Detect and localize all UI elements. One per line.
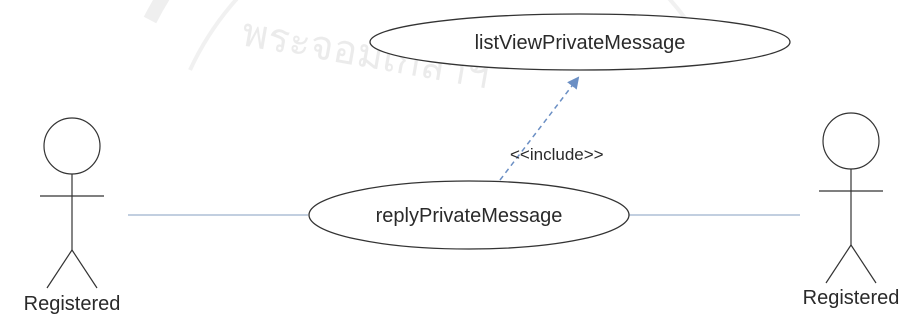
actor-stick-figure-icon — [40, 117, 104, 289]
actor-label: Registered — [803, 287, 900, 309]
include-arrow — [499, 76, 580, 181]
actor-left[interactable]: Registered — [24, 117, 121, 315]
use-case-reply-private-message[interactable]: replyPrivateMessage — [308, 180, 630, 250]
use-case-label: listViewPrivateMessage — [475, 32, 686, 54]
actor-label: Registered — [24, 293, 121, 315]
use-case-label: replyPrivateMessage — [376, 205, 563, 227]
use-case-ellipse — [369, 13, 791, 71]
actor-right[interactable]: Registered — [803, 112, 900, 309]
use-case-list-view-private-message[interactable]: listViewPrivateMessage — [369, 13, 791, 71]
use-case-ellipse — [308, 180, 630, 250]
include-label: <<include>> — [510, 145, 604, 164]
actor-stick-figure-icon — [819, 112, 883, 284]
